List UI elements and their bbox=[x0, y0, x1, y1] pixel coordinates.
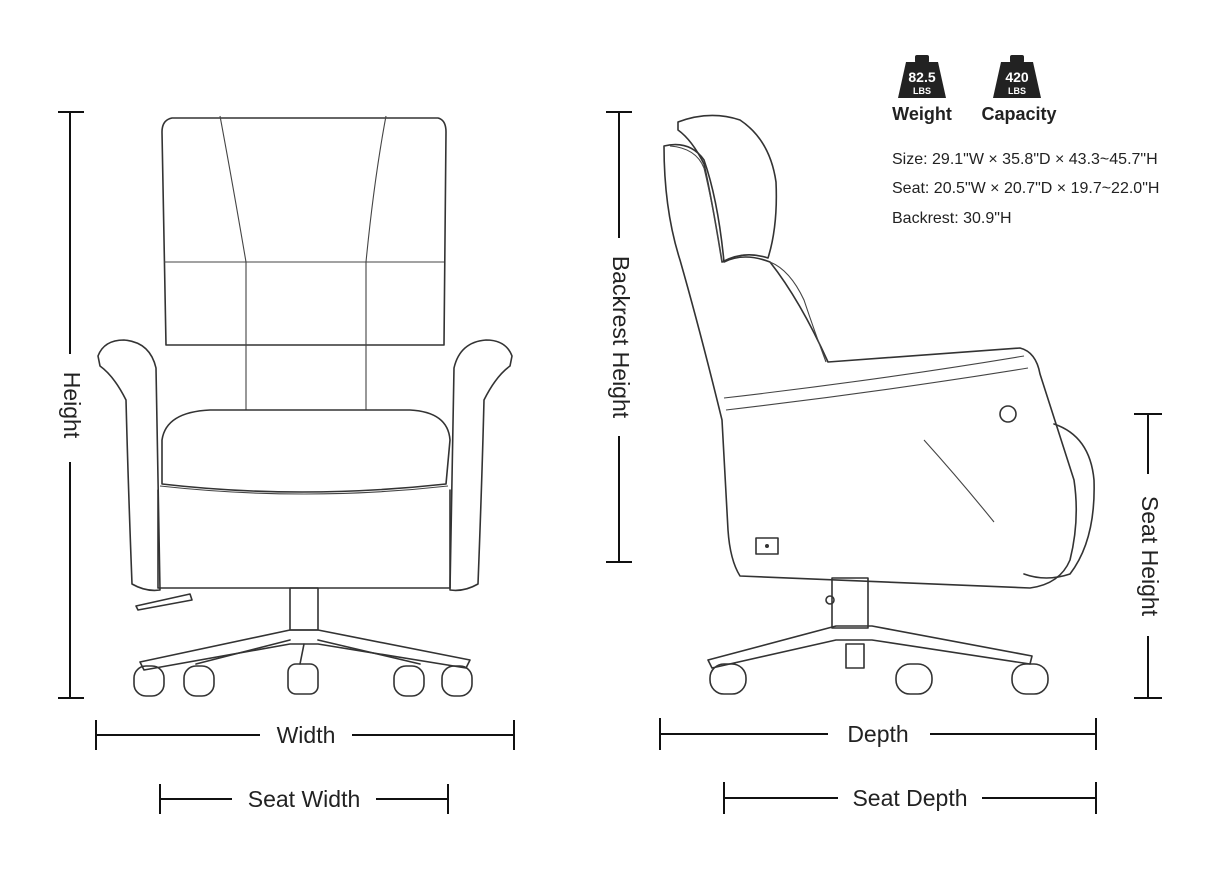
spec-backrest: Backrest: 30.9"H bbox=[892, 210, 1012, 227]
weight-icon bbox=[993, 55, 1041, 98]
seat-depth-label: Seat Depth bbox=[852, 785, 967, 811]
capacity-value: 420 bbox=[1005, 69, 1029, 85]
seat-width-dimension: Seat Width bbox=[159, 784, 449, 814]
height-label: Height bbox=[59, 372, 85, 439]
capacity-label: Capacity bbox=[981, 104, 1056, 124]
capacity-badge: 420 LBS Capacity bbox=[981, 55, 1057, 124]
spec-list: Size: 29.1"W × 35.8"D × 43.3~45.7"H Seat… bbox=[892, 151, 1159, 227]
spec-size: Size: 29.1"W × 35.8"D × 43.3~45.7"H bbox=[892, 151, 1158, 168]
capacity-unit: LBS bbox=[1008, 86, 1026, 96]
backrest-height-label: Backrest Height bbox=[608, 256, 634, 419]
side-view-chair bbox=[663, 114, 1095, 695]
weight-icon bbox=[898, 55, 946, 98]
weight-badge: 82.5 LBS Weight bbox=[892, 55, 952, 124]
seat-height-label: Seat Height bbox=[1137, 496, 1163, 617]
seat-height-dimension: Seat Height bbox=[1134, 413, 1163, 699]
width-label: Width bbox=[277, 722, 336, 748]
weight-unit: LBS bbox=[913, 86, 931, 96]
front-view-chair bbox=[97, 115, 513, 697]
backrest-height-dimension: Backrest Height bbox=[606, 111, 634, 563]
seat-width-label: Seat Width bbox=[248, 786, 361, 812]
weight-value: 82.5 bbox=[908, 69, 935, 85]
spec-seat: Seat: 20.5"W × 20.7"D × 19.7~22.0"H bbox=[892, 180, 1159, 197]
depth-label: Depth bbox=[847, 721, 908, 747]
seat-depth-dimension: Seat Depth bbox=[723, 782, 1097, 814]
weight-label: Weight bbox=[892, 104, 952, 124]
depth-dimension: Depth bbox=[659, 718, 1097, 750]
width-dimension: Width bbox=[95, 720, 515, 750]
height-dimension: Height bbox=[58, 111, 85, 699]
